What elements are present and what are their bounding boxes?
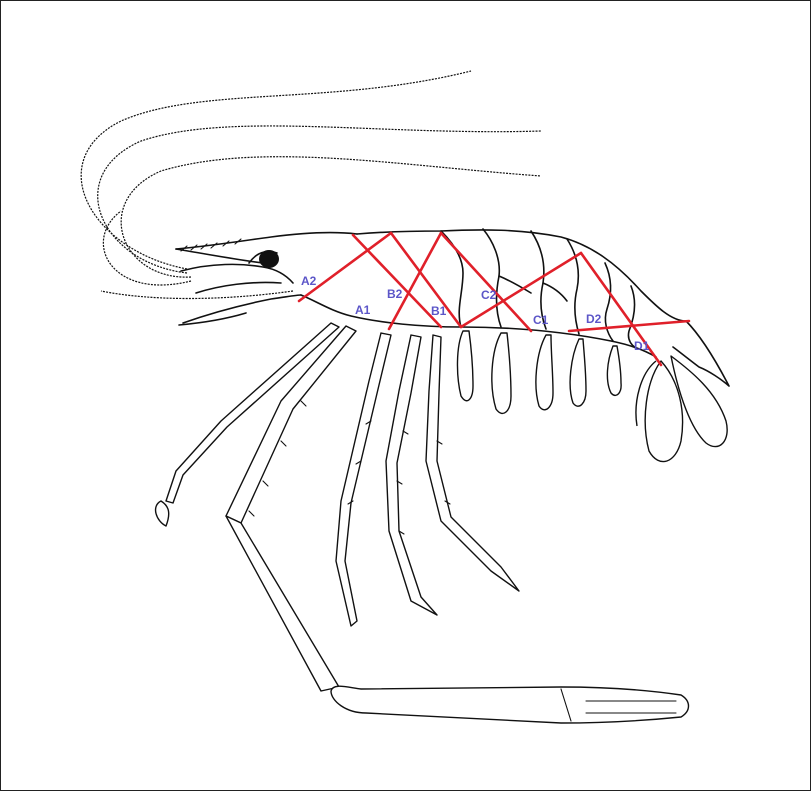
line-c1 <box>461 253 581 327</box>
label-a2: A2 <box>301 274 317 288</box>
segment-labels: A2 A1 B2 B1 C2 C1 D2 D1 <box>301 274 650 353</box>
label-b2: B2 <box>387 287 403 301</box>
label-b1: B1 <box>431 304 447 318</box>
label-c1: C1 <box>533 313 549 327</box>
label-a1: A1 <box>355 303 371 317</box>
antennae <box>81 71 541 299</box>
label-d1: D1 <box>634 339 650 353</box>
tail-fan <box>636 356 727 462</box>
label-c2: C2 <box>481 288 497 302</box>
label-d2: D2 <box>586 312 602 326</box>
line-a2 <box>299 233 391 301</box>
pleopods <box>457 331 621 413</box>
